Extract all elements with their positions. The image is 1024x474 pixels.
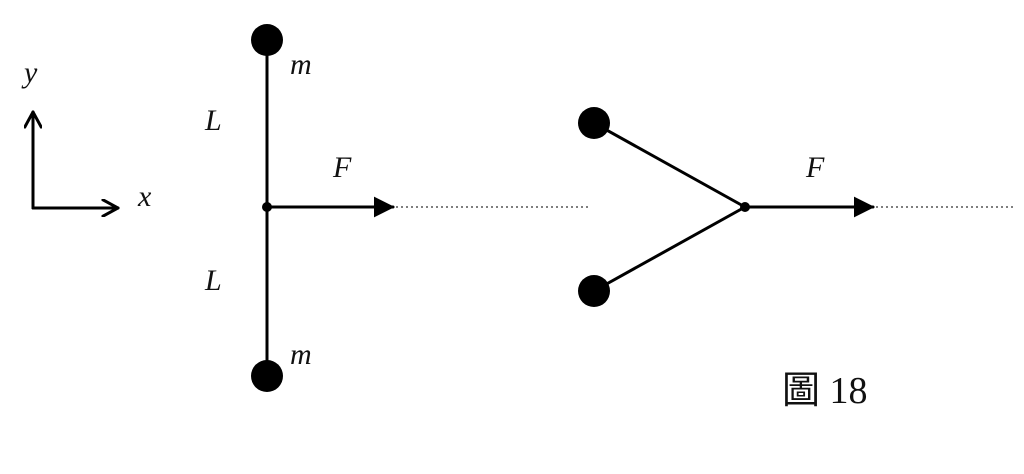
- length-top-label: L: [204, 104, 222, 137]
- coordinate-axes: y x: [21, 56, 152, 213]
- y-axis-label: y: [21, 56, 38, 89]
- figure-caption: 圖 18: [782, 370, 868, 412]
- mass-upper-right: [578, 107, 610, 139]
- mass-bottom: [251, 360, 283, 392]
- length-bottom-label: L: [204, 264, 222, 297]
- mass-top: [251, 24, 283, 56]
- force-label-right: F: [805, 151, 825, 184]
- right-configuration: F: [578, 107, 1015, 307]
- lower-arm: [593, 205, 746, 293]
- left-configuration: m m L L F: [204, 24, 590, 392]
- mass-bottom-label: m: [290, 338, 312, 371]
- upper-arm: [593, 121, 746, 209]
- x-axis-label: x: [137, 180, 152, 213]
- mass-top-label: m: [290, 48, 312, 81]
- force-label-left: F: [332, 151, 352, 184]
- mass-lower-right: [578, 275, 610, 307]
